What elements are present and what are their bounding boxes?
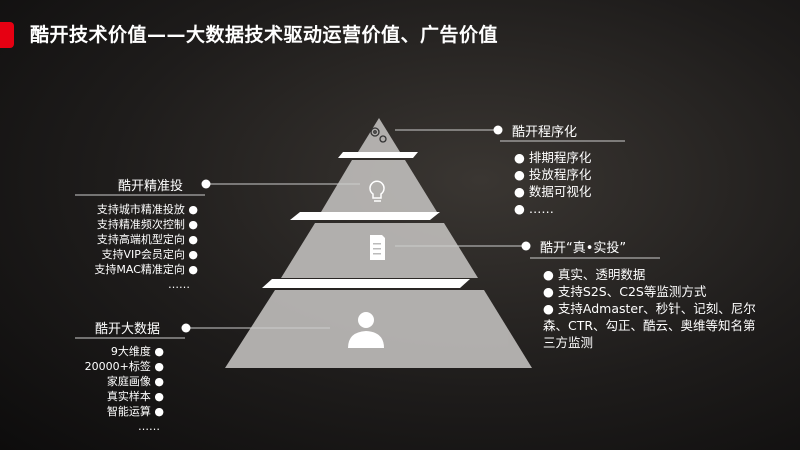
real-heading: 酷开“真•实投” <box>540 241 627 256</box>
list-item: 支持精准频次控制 ● <box>96 218 198 231</box>
pyramid-layer-2 <box>321 160 437 212</box>
list-more: …… <box>138 420 160 433</box>
list-item: ● 投放程序化 <box>514 167 592 182</box>
real-list: ● 真实、透明数据 ● 支持S2S、C2S等监测方式 ● 支持Admaster、… <box>543 266 758 351</box>
list-item: 家庭画像 ● <box>106 375 164 388</box>
list-item: 9大维度 ● <box>110 345 164 358</box>
list-item: ● 真实、透明数据 <box>543 267 646 282</box>
programmatic-list: ● 排期程序化 ● 投放程序化 ● 数据可视化 ● …… <box>514 149 591 217</box>
gears-icon <box>370 127 387 143</box>
title-accent-bar <box>0 22 14 48</box>
list-item: ● …… <box>514 201 554 216</box>
list-item: ● 支持Admaster、秒针、记刻、尼尔森、CTR、勾正、酷云、奥维等知名第三… <box>543 301 756 350</box>
list-item: 真实样本 ● <box>106 390 164 403</box>
pyramid-separator <box>290 212 440 220</box>
bigdata-list: 9大维度 ● 20000+标签 ● 家庭画像 ● 真实样本 ● 智能运算 ● …… <box>60 344 164 434</box>
pyramid-separator <box>262 279 470 288</box>
list-more: …… <box>168 278 190 291</box>
programmatic-heading: 酷开程序化 <box>512 125 578 140</box>
list-item: 智能运算 ● <box>106 405 164 418</box>
list-item: 支持高端机型定向 ● <box>96 233 198 246</box>
list-item: 支持MAC精准定向 ● <box>94 263 198 276</box>
pyramid-separator <box>338 152 418 158</box>
precision-heading: 酷开精准投 <box>118 179 184 194</box>
list-item: 20000+标签 ● <box>84 360 164 373</box>
document-icon <box>370 235 385 260</box>
list-item: 支持城市精准投放 ● <box>96 203 198 216</box>
pyramid-layer-bottom <box>225 290 532 368</box>
user-icon <box>348 312 384 348</box>
list-item: ● 支持S2S、C2S等监测方式 <box>543 284 707 299</box>
pyramid-layer-top <box>358 118 400 152</box>
precision-list: 支持城市精准投放 ● 支持精准频次控制 ● 支持高端机型定向 ● 支持VIP会员… <box>40 202 198 292</box>
page-title: 酷开技术价值——大数据技术驱动运营价值、广告价值 <box>30 24 499 46</box>
list-item: ● 数据可视化 <box>514 184 592 199</box>
lightbulb-icon <box>369 180 385 202</box>
list-item: ● 排期程序化 <box>514 150 592 165</box>
list-item: 支持VIP会员定向 ● <box>101 248 198 261</box>
bigdata-heading: 酷开大数据 <box>95 322 161 337</box>
